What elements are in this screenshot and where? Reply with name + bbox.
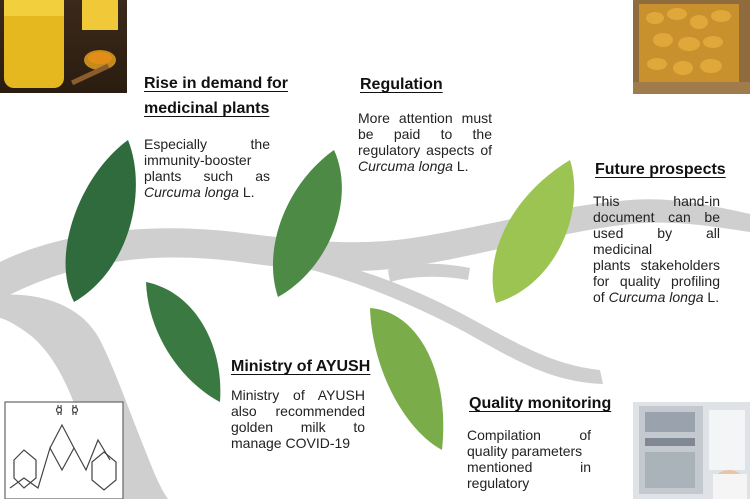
rise-body: Especially the immunity-booster plants s… — [144, 136, 270, 200]
leaf-regulation — [272, 150, 342, 297]
leaf-ayush — [146, 282, 221, 402]
leaf-rise — [65, 140, 136, 302]
regulation-species: Curcuma longa — [358, 158, 453, 174]
chemical-structure — [4, 401, 124, 499]
regulation-line3: regulatory aspects of — [358, 142, 492, 158]
rise-line3: plants such as — [144, 168, 270, 184]
rise-title: Rise in demand for medicinal plants — [144, 71, 288, 121]
future-line3: used by all medicinal — [593, 225, 720, 257]
rise-suffix: L. — [238, 184, 255, 200]
future-line6-prefix: of — [593, 289, 609, 305]
regulation-suffix: L. — [452, 158, 469, 174]
regulation-line2: be paid to the — [358, 126, 492, 142]
lab-instrument-photo — [633, 402, 750, 499]
leaf-quality — [370, 308, 444, 450]
ayush-line1: Ministry of AYUSH — [231, 387, 365, 403]
golden-milk-photo — [0, 0, 127, 93]
quality-body: Compilation of quality parameters mentio… — [467, 427, 591, 491]
ayush-body: Ministry of AYUSH also recommended golde… — [231, 387, 365, 451]
future-title: Future prospects — [595, 161, 726, 178]
regulation-line1: More attention must — [358, 110, 492, 126]
future-line5: for quality profiling — [593, 273, 720, 289]
quality-title: Quality monitoring — [469, 395, 612, 412]
leaf-future — [492, 160, 575, 303]
quality-line1: Compilation of — [467, 427, 591, 443]
ayush-line4: manage COVID-19 — [231, 435, 351, 451]
future-line6: of Curcuma longa L. — [593, 289, 720, 305]
rise-line4: Curcuma longa L. — [144, 184, 270, 200]
rise-line2: immunity-booster — [144, 152, 252, 168]
future-line4: plants stakeholders — [593, 257, 720, 273]
future-species: Curcuma longa — [608, 289, 704, 305]
rise-title-line1: Rise in demand for — [144, 75, 289, 92]
regulation-body: More attention must be paid to the regul… — [358, 110, 492, 174]
rise-species: Curcuma longa — [144, 184, 239, 200]
future-suffix: L. — [703, 289, 720, 305]
ayush-title: Ministry of AYUSH — [231, 358, 371, 375]
rise-title-line2: medicinal plants — [144, 100, 270, 117]
quality-line2: quality parameters — [467, 443, 583, 459]
quality-line4: regulatory — [467, 475, 530, 491]
quality-line3: mentioned in — [467, 459, 591, 475]
future-line2: document can be — [593, 209, 720, 225]
future-body: This hand-in document can be used by all… — [593, 193, 720, 305]
rise-line1: Especially the — [144, 136, 270, 152]
regulation-title: Regulation — [360, 76, 443, 93]
turmeric-rhizomes-photo — [633, 0, 750, 94]
future-line1: This hand-in — [593, 193, 720, 209]
ayush-line2: also recommended — [231, 403, 365, 419]
ayush-line3: golden milk to — [231, 419, 365, 435]
regulation-line4: Curcuma longa L. — [358, 158, 492, 174]
